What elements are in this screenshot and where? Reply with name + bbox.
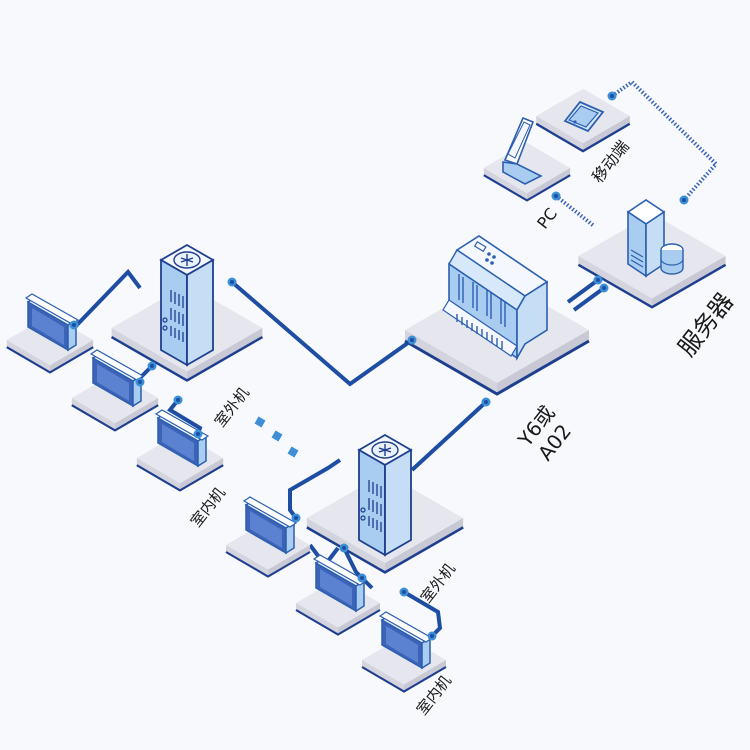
laptop-icon [502, 116, 543, 185]
line-gateway-outdoor2 [410, 400, 488, 472]
server-icon [626, 199, 684, 278]
connector-indoor4 [291, 513, 301, 523]
wireless-links [554, 79, 719, 228]
indoor-unit-1[interactable] [5, 293, 95, 374]
outdoor-unit-1-node[interactable] [110, 244, 264, 382]
connector-server-a [593, 275, 603, 285]
line-outdoor2-indoor4 [288, 458, 342, 520]
dotted-pc-server [554, 194, 596, 228]
label-server: 服务器 [673, 288, 739, 362]
connector-outdoor2-b [399, 587, 409, 597]
line-outdoor2-indoor6 [402, 590, 443, 638]
connector-outdoor1-b [173, 395, 183, 405]
connector-pc [551, 191, 561, 201]
indoor-unit-3[interactable] [135, 409, 225, 492]
outdoor-unit-icon [358, 434, 412, 556]
gateway-controller-icon [442, 235, 549, 362]
indoor-unit-6[interactable] [360, 611, 448, 693]
connector-outdoor2-a [339, 543, 349, 553]
label-indoor-group1: 室内机 [187, 484, 229, 531]
indoor-unit-5[interactable] [294, 554, 382, 636]
server-node[interactable] [577, 199, 727, 309]
indoor-unit-2[interactable] [70, 349, 160, 432]
outdoor-unit-2-node[interactable] [305, 434, 465, 574]
line-outdoor1-indoor1 [72, 268, 142, 330]
label-outdoor1: 室外机 [211, 384, 253, 431]
connector-indoor2 [135, 377, 145, 387]
gateway-node[interactable] [403, 235, 591, 396]
connector-outdoor1-a [147, 361, 157, 371]
connector-indoor6 [427, 631, 437, 641]
connector-outdoor1-c [227, 277, 237, 287]
connector-gateway-bottom [481, 397, 491, 407]
connector-server-wireless [679, 195, 689, 205]
connector-indoor3 [193, 429, 203, 439]
pc-node[interactable] [482, 116, 572, 202]
connections [72, 268, 606, 638]
dot-1 [254, 416, 266, 428]
connector-indoor1 [69, 320, 79, 330]
dot-2 [271, 430, 283, 442]
more-units-dots [254, 416, 299, 458]
line-outdoor2-indoor5 [342, 547, 374, 590]
mobile-node[interactable] [535, 87, 631, 153]
dotted-mobile-server [610, 79, 719, 202]
connector-mobile [607, 91, 617, 101]
label-pc: PC [533, 204, 561, 232]
indoor-unit-4[interactable] [224, 496, 312, 578]
connector-gateway-left [407, 335, 417, 345]
mobile-phone-icon [563, 100, 605, 133]
line-gateway-server-a [566, 278, 600, 304]
line-outdoor1-gateway [230, 280, 414, 387]
dot-3 [287, 446, 299, 458]
outdoor-unit-icon [160, 244, 214, 366]
connector-server-b [599, 283, 609, 293]
label-outdoor2: 室外机 [417, 560, 459, 607]
line-gateway-server-b [572, 286, 606, 312]
connector-indoor5 [357, 573, 367, 583]
